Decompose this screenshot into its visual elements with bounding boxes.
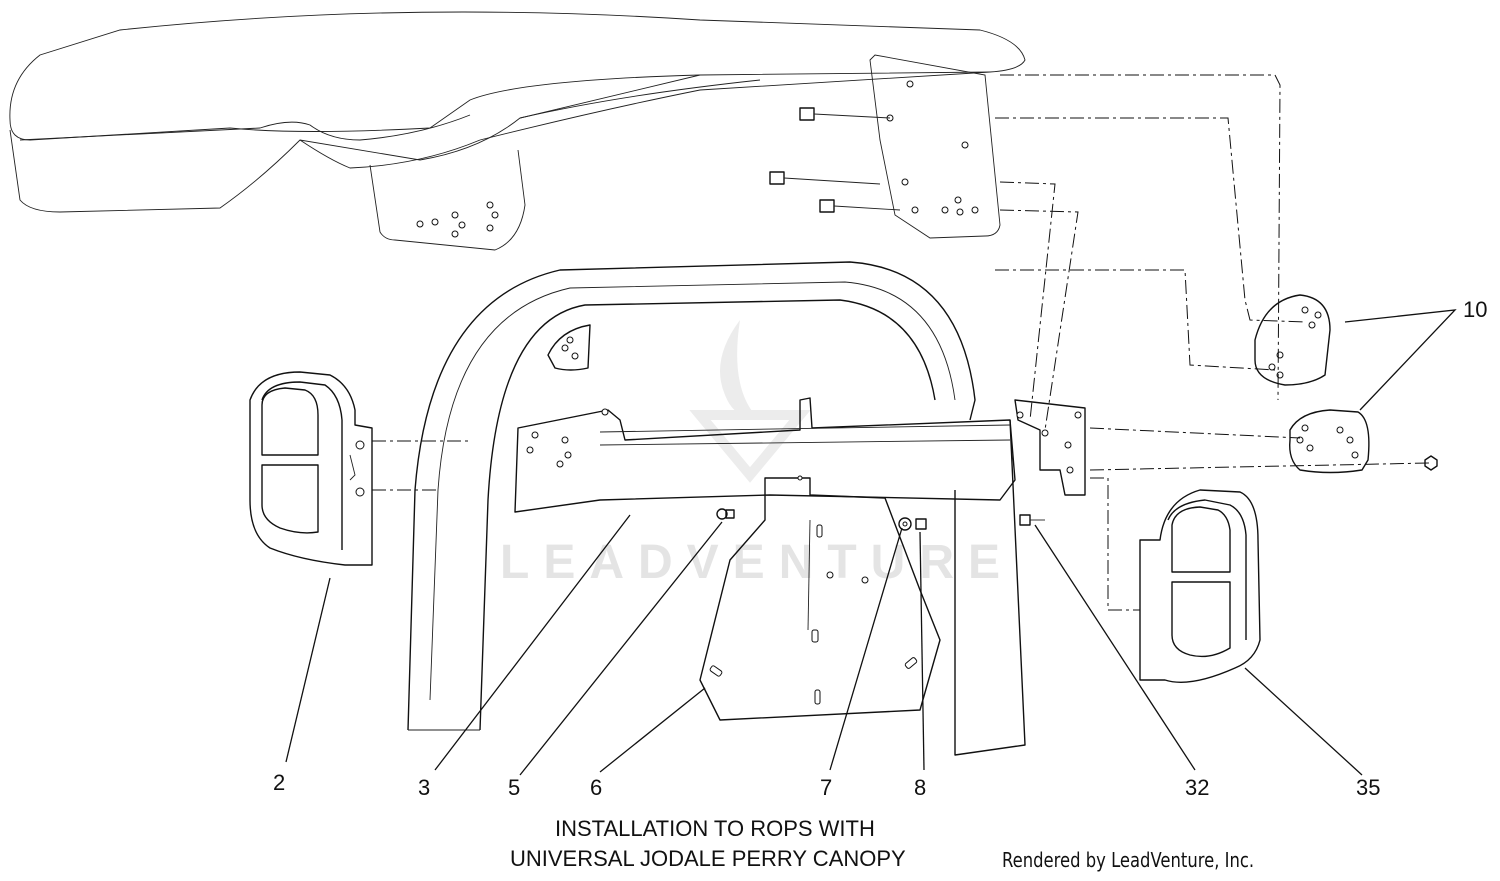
callout-32: 32: [1185, 775, 1209, 800]
callout-6: 6: [590, 775, 602, 800]
callout-35: 35: [1356, 775, 1380, 800]
callout-10: 10: [1463, 297, 1487, 322]
cross-beam: [514, 397, 1016, 513]
canopy: [9, 11, 1026, 251]
callout-8: 8: [914, 775, 926, 800]
left-light-assembly: [249, 371, 373, 566]
rops-hoop: [407, 261, 1026, 756]
right-light-assembly: [1139, 489, 1261, 683]
callout-5: 5: [508, 775, 520, 800]
caption-line-2: UNIVERSAL JODALE PERRY CANOPY: [510, 846, 906, 871]
callout-labels: 10 2 3 5 6 7 8 32 35: [273, 297, 1487, 800]
mounting-plate: [699, 475, 941, 721]
caption-line-1: INSTALLATION TO ROPS WITH: [555, 816, 875, 841]
watermark: LEADVENTURE: [500, 320, 1014, 589]
callout-7: 7: [820, 775, 832, 800]
credit-text: Rendered by LeadVenture, Inc.: [1002, 848, 1255, 872]
alignment-lines: [372, 74, 1431, 611]
bracket-lower: [1289, 409, 1370, 474]
canopy-bolts: [769, 107, 901, 213]
right-end-bracket: [1014, 399, 1086, 496]
watermark-text: LEADVENTURE: [500, 536, 1014, 589]
cross-beam-holes: [526, 408, 609, 468]
bracket-upper: [1254, 294, 1331, 386]
left-canopy-bracket-holes: [416, 201, 499, 238]
right-canopy-bracket-holes: [886, 80, 979, 216]
callout-2: 2: [273, 770, 285, 795]
leader-lines: [285, 309, 1457, 776]
callout-3: 3: [418, 775, 430, 800]
hardware: [716, 455, 1438, 531]
